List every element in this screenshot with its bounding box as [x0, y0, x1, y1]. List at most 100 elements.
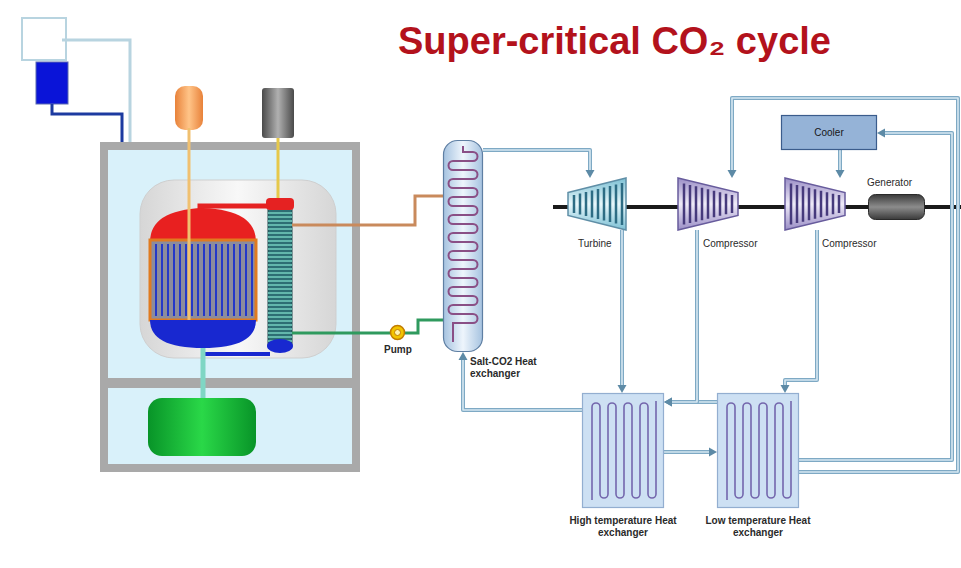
exchanger-outlet [267, 339, 293, 353]
generator-body [869, 195, 925, 220]
pipe-outer [664, 450, 710, 454]
salt-pipe [405, 320, 443, 333]
pipe-inner [799, 133, 952, 460]
node-label: Turbine [578, 238, 634, 250]
recuperator-heat-exchanger: High temperature Heat exchanger [582, 393, 664, 508]
pipe-inner [671, 230, 697, 402]
node-label: Salt-CO2 Heat exchanger [470, 356, 554, 380]
shape-outline [443, 140, 483, 352]
pipe-outer [483, 150, 590, 171]
shape-outline [868, 194, 925, 220]
compressor-body [785, 178, 845, 230]
blade-lines [791, 183, 839, 224]
exchanger-channels [727, 401, 791, 500]
pipe-connector [799, 129, 952, 461]
exchanger-inlet [266, 198, 294, 210]
blade-lines [574, 183, 622, 225]
pipe-connector [664, 448, 717, 457]
exchanger-shell [444, 141, 483, 352]
arrow-head [618, 385, 627, 393]
primary-heat-exchanger [268, 204, 292, 346]
pipe-inner [839, 150, 841, 171]
exchanger-tubes [268, 204, 292, 346]
generator-symbol: Generator [868, 194, 925, 220]
exchanger-coil [449, 146, 478, 342]
arrow-head [728, 170, 737, 178]
pipe-outer [799, 133, 952, 460]
fuel-channels [156, 244, 252, 316]
arrow-head [664, 398, 672, 407]
shape-outline [717, 393, 799, 508]
shape-outline [568, 178, 626, 230]
node-label: Generator [867, 177, 931, 189]
reactor-building [104, 146, 356, 468]
pipe-connector [405, 320, 443, 333]
drain-line [201, 348, 206, 400]
blade-lines [684, 183, 732, 224]
pipe-connector [781, 230, 818, 393]
pump-impeller [395, 330, 401, 336]
pipe-connector [459, 352, 583, 410]
drain-tank [148, 398, 256, 456]
control-rod [188, 128, 191, 320]
compressor-symbol: Compressor [678, 178, 738, 230]
pipe-outer [671, 230, 697, 402]
vent-pipe [62, 40, 130, 150]
pump-casing [391, 326, 405, 340]
pipe-connector [618, 230, 627, 393]
node-label: Compressor [822, 238, 884, 250]
turbine-body [568, 178, 626, 230]
salt-co2-heat-exchanger: Salt-CO2 Heat exchanger [443, 140, 483, 352]
pipe-outer [620, 230, 624, 386]
pipe-connector [836, 150, 845, 178]
shape-outline [390, 325, 405, 340]
stack-outline [22, 18, 66, 60]
recuperator-heat-exchanger: Low temperature Heat exchanger [717, 393, 799, 508]
arrow-head [709, 448, 717, 457]
reactor-vessel [140, 180, 336, 358]
building-floor [100, 378, 360, 388]
exchanger-body [718, 394, 799, 508]
compressor-body [678, 178, 738, 230]
node-label: High temperature Heat exchanger [568, 515, 678, 539]
turbine-symbol: Turbine [568, 178, 626, 230]
arrow-head [664, 398, 672, 407]
node-label: Low temperature Heat exchanger [703, 515, 813, 539]
gas-line [277, 136, 280, 204]
upper-plenum [150, 208, 256, 242]
arrow-head [459, 352, 468, 360]
cold-leg [203, 348, 270, 354]
pump-symbol: Pump [390, 325, 405, 340]
exchanger-channels [592, 401, 656, 500]
gas-tank [262, 88, 294, 138]
arrow-head [836, 170, 845, 178]
shape-outline [678, 178, 738, 230]
pipe-inner [621, 230, 623, 386]
cooling-tank [36, 62, 68, 104]
node-label: Compressor [703, 238, 765, 250]
pipe-connector [664, 230, 697, 407]
pipe-connector [483, 150, 595, 178]
exchanger-body [583, 394, 664, 508]
shape-outline [785, 178, 845, 230]
pressurizer-tank [175, 86, 203, 130]
shape-outline [582, 393, 664, 508]
pipe-inner [785, 230, 817, 386]
pipe-outer [838, 150, 842, 171]
cooler-box: Cooler [781, 115, 877, 150]
node-label: Pump [384, 344, 416, 356]
diagram-title: Super-critical CO₂ cycle [398, 18, 831, 64]
pipe-inner [483, 150, 590, 171]
node-label: Cooler [814, 127, 843, 139]
box-outline [782, 116, 877, 150]
compressor-symbol: Compressor [785, 178, 845, 230]
salt-supply-pipe [292, 196, 443, 225]
reactor-core [150, 240, 256, 320]
lower-plenum [150, 320, 256, 348]
salt-return-pipe [292, 332, 390, 335]
pipe-inner [664, 451, 710, 453]
arrow-head [781, 385, 790, 393]
arrow-head [877, 129, 885, 138]
pipe-outer [785, 230, 817, 386]
